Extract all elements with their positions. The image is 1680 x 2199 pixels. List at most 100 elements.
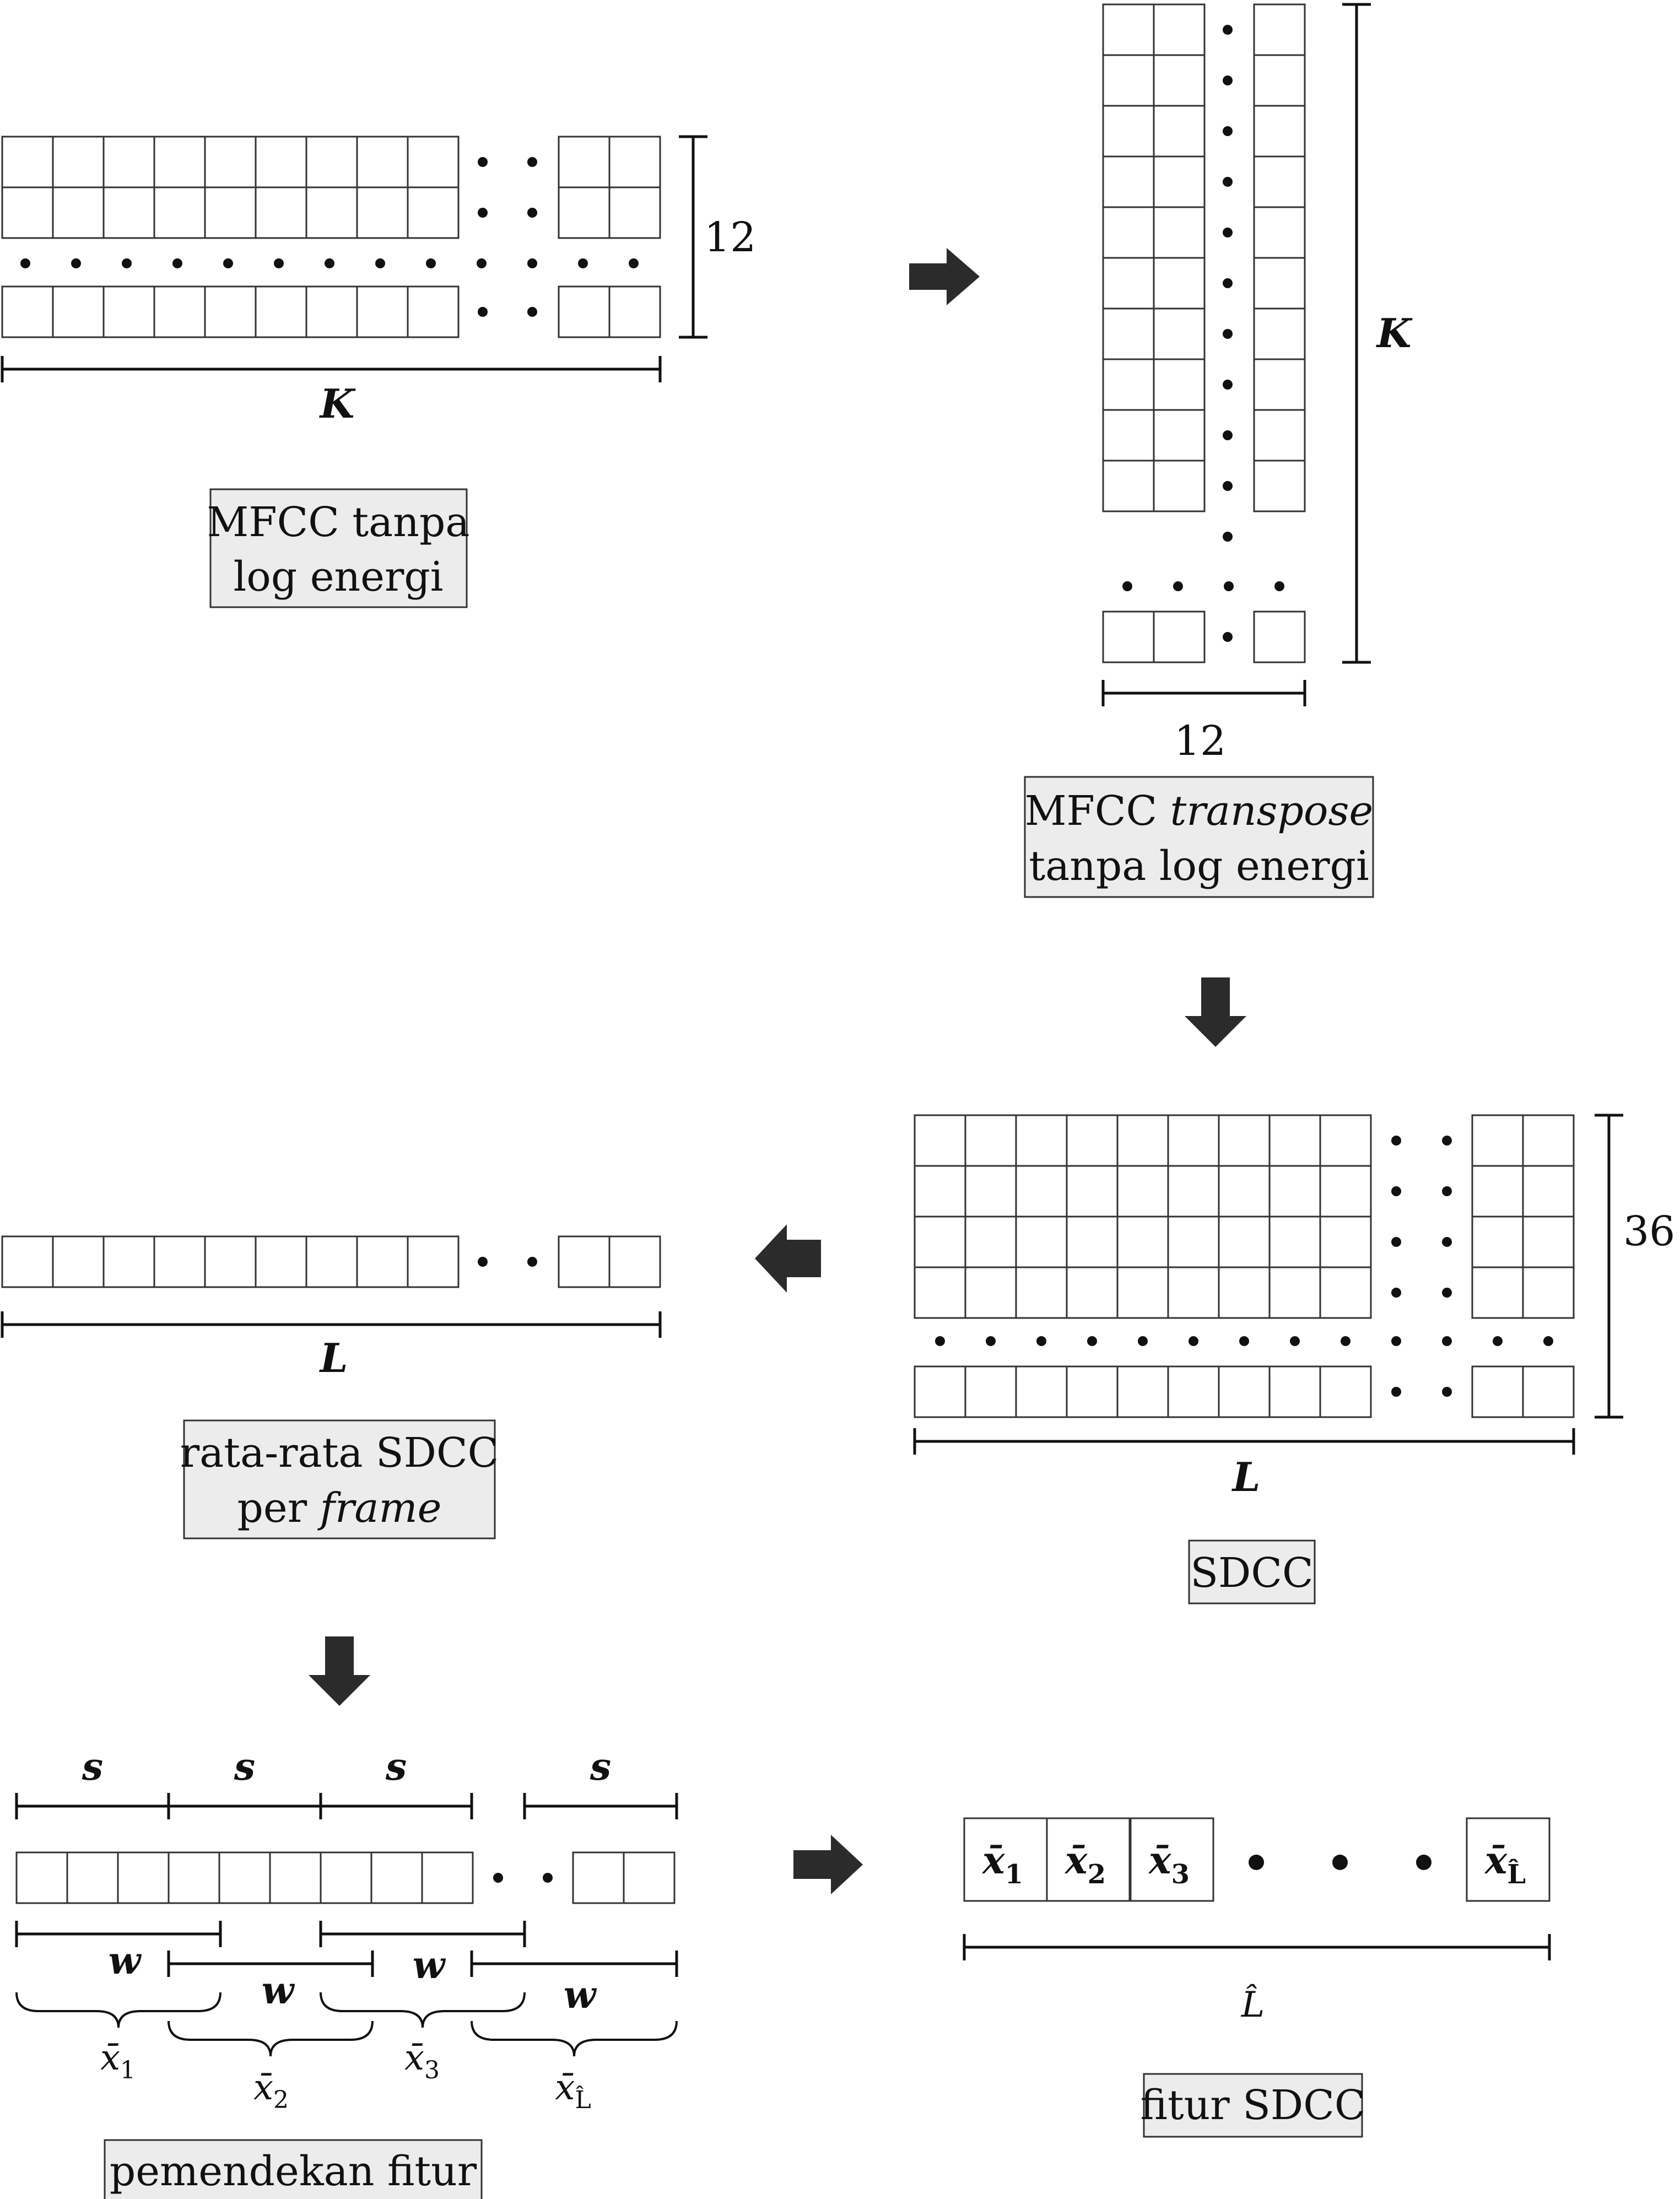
- matrix-cell: [1253, 257, 1306, 310]
- ellipsis-dot: [1416, 1855, 1431, 1870]
- matrix-cell: [1102, 358, 1155, 411]
- matrix-cell: [1319, 1165, 1372, 1218]
- matrix-cell: [407, 285, 460, 338]
- matrix-cell: [1153, 155, 1206, 208]
- ellipsis-dot: [478, 307, 488, 317]
- s-label: s: [385, 1745, 407, 1789]
- ellipsis-dot: [1223, 228, 1233, 237]
- ellipsis-dot: [986, 1336, 996, 1346]
- matrix-cell: [1253, 409, 1306, 462]
- feature-dimension-bar: [963, 1934, 1551, 1960]
- ellipsis-dot: [325, 258, 334, 268]
- rows-dimension-label: K: [1376, 310, 1413, 356]
- rows-dimension-label: 12: [704, 214, 756, 261]
- matrix-cell: [1522, 1365, 1575, 1418]
- matrix-cell: [52, 285, 105, 338]
- matrix-cell: [1253, 54, 1306, 107]
- s-span: [167, 1793, 322, 1819]
- vector-cell: [558, 1235, 611, 1288]
- matrix-cell: [1102, 54, 1155, 107]
- vector-cell: [52, 1235, 105, 1288]
- matrix-cell: [1102, 409, 1155, 462]
- vector-cell: [356, 1235, 409, 1288]
- matrix-cell: [1167, 1215, 1220, 1268]
- matrix-cell: [1319, 1365, 1372, 1418]
- feature-cell-label: x̄3: [1148, 1839, 1190, 1890]
- ellipsis-dot: [1391, 1186, 1401, 1196]
- ellipsis-dot: [1543, 1336, 1553, 1346]
- matrix-cell: [204, 186, 257, 239]
- shortening-label-box: [104, 2139, 483, 2199]
- matrix-cell: [1102, 206, 1155, 259]
- matrix-cell: [407, 186, 460, 239]
- matrix-cell: [1066, 1266, 1119, 1319]
- matrix-cell: [1268, 1266, 1321, 1319]
- matrix-cell: [1522, 1215, 1575, 1268]
- matrix-cell: [1167, 1365, 1220, 1418]
- ellipsis-dot: [1442, 1237, 1452, 1247]
- ellipsis-dot: [527, 208, 537, 218]
- vector-cell: [572, 1851, 625, 1904]
- vector-cell: [153, 1235, 206, 1288]
- ellipsis-dot: [1223, 329, 1233, 339]
- ellipsis-dot: [1036, 1336, 1046, 1346]
- ellipsis-dot: [1223, 632, 1233, 642]
- matrix-cell: [305, 186, 358, 239]
- mfcc-transpose-label-box: [1024, 776, 1374, 898]
- matrix-cell: [1268, 1114, 1321, 1167]
- ellipsis-dot: [223, 258, 233, 268]
- arrow-left-icon: [755, 1224, 821, 1293]
- vector-cell: [320, 1851, 372, 1904]
- ellipsis-dot: [578, 258, 588, 268]
- ellipsis-dot: [1391, 1387, 1401, 1397]
- ellipsis-dot: [527, 307, 537, 317]
- matrix-cell: [1153, 358, 1206, 411]
- ellipsis-dot: [1341, 1336, 1351, 1346]
- mfcc-transpose-label-line2: tanpa log energi: [1029, 842, 1369, 890]
- matrix-cell: [1102, 307, 1155, 360]
- feature-cell: [1130, 1817, 1214, 1902]
- matrix-cell: [608, 186, 661, 239]
- ellipsis-dot: [935, 1336, 945, 1346]
- sdcc-matrix: 36 L SDCC: [913, 1114, 1675, 1604]
- matrix-cell: [356, 136, 409, 188]
- ellipsis-dot: [71, 258, 81, 268]
- matrix-cell: [1319, 1266, 1372, 1319]
- ellipsis-dot: [1223, 126, 1233, 136]
- ellipsis-dot: [478, 157, 488, 167]
- cols-dimension-label: L: [319, 1334, 348, 1381]
- matrix-cell: [964, 1215, 1017, 1268]
- matrix-cell: [1153, 409, 1206, 462]
- ellipsis-dot: [122, 258, 132, 268]
- ellipsis-dot: [1332, 1855, 1348, 1870]
- matrix-cell: [1066, 1165, 1119, 1218]
- w-label: w: [413, 1943, 446, 1987]
- feature-cell: [1466, 1817, 1551, 1902]
- ellipsis-dot: [1274, 581, 1284, 591]
- matrix-cell: [407, 136, 460, 188]
- ellipsis-dot: [1391, 1237, 1401, 1247]
- vector-cell: [102, 1235, 155, 1288]
- window-brace: [15, 1992, 222, 2028]
- matrix-cell: [1015, 1215, 1068, 1268]
- matrix-cell: [1522, 1165, 1575, 1218]
- ellipsis-dot: [527, 258, 537, 268]
- ellipsis-dot: [477, 258, 487, 268]
- s-label: s: [234, 1745, 255, 1789]
- window-mean-label: x̄L̂: [555, 2067, 591, 2114]
- matrix-cell: [52, 186, 105, 239]
- ellipsis-dot: [1189, 1336, 1198, 1346]
- matrix-cell: [1116, 1365, 1169, 1418]
- matrix-cell: [608, 285, 661, 338]
- vector-cell: [623, 1851, 676, 1904]
- matrix-cell: [1116, 1215, 1169, 1268]
- vector-cell: [269, 1851, 322, 1904]
- matrix-cell: [1102, 610, 1155, 663]
- matrix-cell: [1102, 155, 1155, 208]
- matrix-cell: [1102, 3, 1155, 56]
- matrix-cell: [1102, 105, 1155, 158]
- mfcc-label-line1: MFCC tanpa: [207, 499, 470, 546]
- cols-dimension-label: L: [1231, 1454, 1261, 1500]
- ellipsis-dot: [1391, 1288, 1401, 1298]
